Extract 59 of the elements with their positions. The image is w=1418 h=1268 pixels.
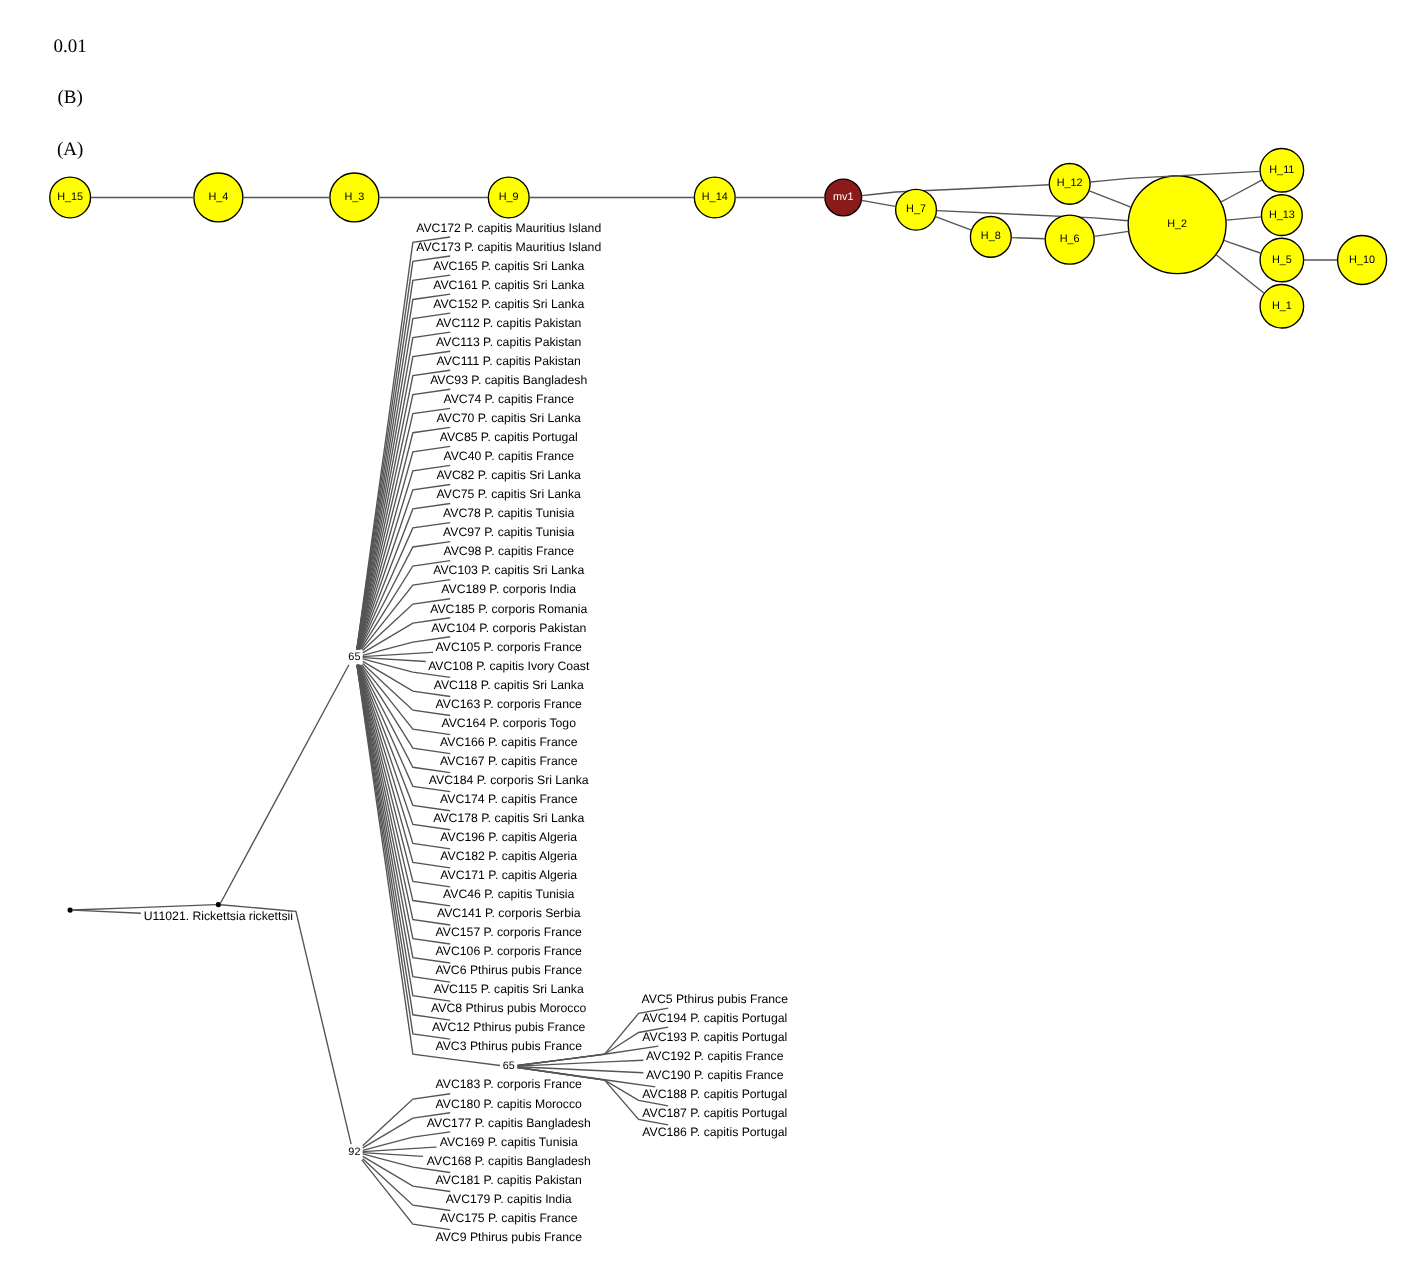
connector [515, 1066, 668, 1107]
connector [218, 664, 349, 905]
connector [358, 664, 450, 755]
connector [241, 196, 330, 199]
connector [361, 1131, 450, 1151]
connector [515, 1007, 668, 1067]
node-point [66, 907, 72, 913]
label: (A) [55, 140, 83, 161]
connector [360, 656, 426, 663]
connector [218, 904, 351, 1145]
label: 0.01 [52, 37, 86, 58]
connector [70, 909, 141, 914]
connector [515, 1066, 643, 1074]
connector [859, 199, 896, 207]
connector [1219, 179, 1262, 203]
connector [515, 1059, 643, 1067]
connector [934, 209, 1128, 222]
connector [1009, 236, 1045, 240]
connector [361, 636, 450, 656]
connector [360, 651, 433, 658]
label: (B) [56, 89, 82, 110]
connector [515, 1045, 659, 1067]
connector [515, 1066, 655, 1088]
connector [360, 579, 450, 651]
connector [358, 559, 450, 651]
connector [1224, 216, 1261, 221]
connector [361, 617, 450, 654]
connector [89, 196, 194, 199]
connector [361, 662, 450, 717]
connector [1222, 239, 1261, 254]
connector [361, 1157, 450, 1212]
connector [361, 1153, 450, 1174]
connector [933, 215, 972, 231]
connector [377, 196, 488, 199]
connector [515, 1026, 668, 1067]
connector [361, 1155, 450, 1193]
connector [355, 664, 500, 1067]
connector [358, 664, 450, 774]
connector [1087, 190, 1131, 208]
connector [360, 1159, 450, 1231]
connector [527, 196, 694, 199]
connector [70, 903, 216, 911]
connector [1214, 253, 1264, 294]
connector [360, 1151, 423, 1158]
connector [1302, 259, 1337, 261]
connector [1092, 230, 1129, 237]
connector [733, 196, 825, 199]
connector [358, 540, 450, 651]
connector [860, 184, 1049, 197]
connector [360, 664, 450, 736]
connector [1088, 170, 1260, 183]
connector [361, 660, 450, 698]
node-point [214, 902, 221, 908]
connector [360, 1146, 437, 1153]
connector [361, 1112, 450, 1149]
connector [361, 658, 450, 679]
connector [361, 1093, 450, 1147]
connector [361, 598, 450, 652]
connector [515, 1066, 668, 1126]
